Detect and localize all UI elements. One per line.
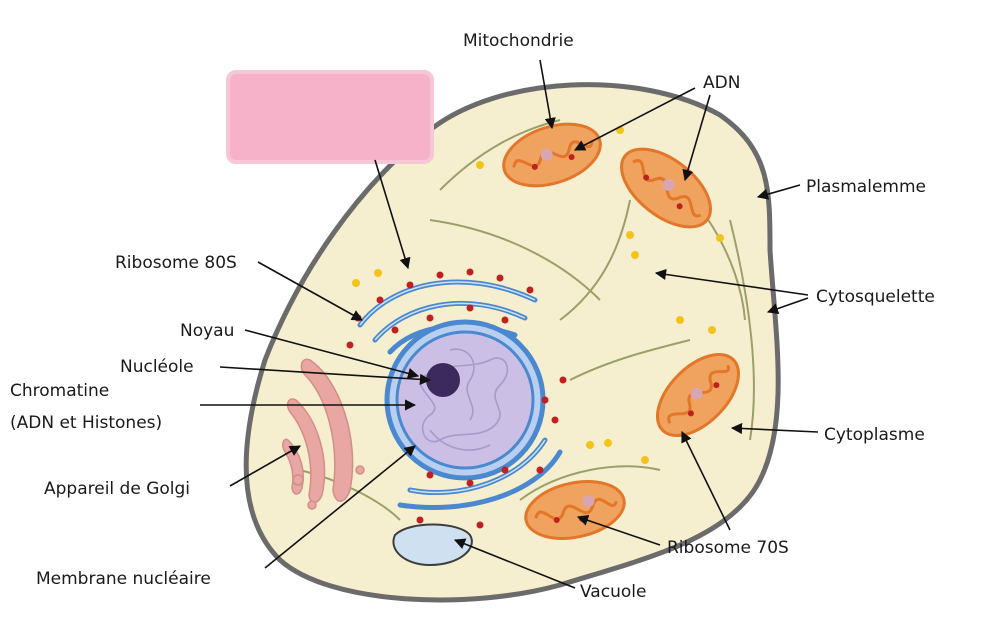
label-ribosome-80s: Ribosome 80S [115,253,237,273]
label-ribosome-70s: Ribosome 70S [667,538,789,558]
mitochondrion-1 [502,122,602,188]
nucleolus [426,363,460,397]
label-noyau: Noyau [180,321,234,341]
label-plasmalemme: Plasmalemme [806,177,926,197]
granules [352,126,724,464]
nucleus [395,330,535,470]
label-vacuole: Vacuole [580,582,646,602]
rough-er-inner [359,281,546,494]
label-adn: ADN [703,73,740,93]
chromatin [419,348,509,451]
label-chromatine-detail: (ADN et Histones) [10,413,162,433]
mitochondrion-2 [620,147,712,229]
redacted-label-box [226,70,434,164]
label-cytosquelette: Cytosquelette [816,287,935,307]
mitochondrion-3 [655,352,741,438]
label-appareil-golgi: Appareil de Golgi [44,479,190,499]
vacuole [392,523,473,567]
label-cytoplasme: Cytoplasme [824,425,925,445]
label-membrane-nucleaire: Membrane nucléaire [36,569,211,589]
label-chromatine: Chromatine [10,381,109,401]
label-nucleole: Nucléole [120,357,194,377]
leader-lines [200,59,819,589]
label-mitochondrie: Mitochondrie [463,31,574,51]
